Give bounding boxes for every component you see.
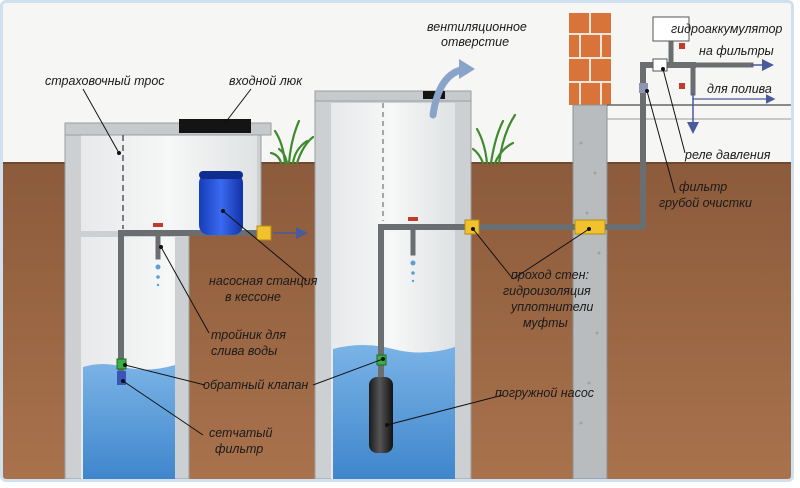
label-pump-station-2: в кессоне (225, 290, 281, 304)
submersible-pump (369, 377, 393, 453)
water-supply-diagram: страховочный трос входной люк вентиляцио… (3, 3, 791, 479)
mesh-filter (117, 371, 126, 385)
label-wall-passage-1: проход стен: (511, 268, 589, 282)
house-wall (569, 13, 791, 479)
label-accumulator: гидроаккумулятор (671, 22, 782, 36)
label-tee-2: слива воды (211, 344, 277, 358)
well-water (83, 364, 175, 479)
label-to-filters: на фильтры (699, 44, 774, 58)
coarse-filter (639, 83, 648, 93)
leader-lines (82, 67, 686, 436)
label-mesh-filter-1: сетчатый (209, 426, 273, 440)
label-tee-1: тройник для (211, 328, 286, 342)
accumulator (652, 16, 690, 42)
check-valve-caisson (116, 358, 127, 370)
label-submersible-pump: погружной насос (495, 386, 595, 400)
vent-hole (423, 91, 445, 99)
label-vent-hole-1: вентиляционное (427, 20, 527, 34)
label-wall-passage-2: гидроизоляция (503, 284, 591, 298)
label-coarse-filter-1: фильтр (679, 180, 727, 194)
label-mesh-filter-2: фильтр (215, 442, 263, 456)
label-pump-station-1: насосная станция (209, 274, 318, 288)
borehole-water (333, 345, 455, 479)
valves (153, 43, 685, 227)
label-for-watering: для полива (707, 82, 772, 96)
label-check-valve: обратный клапан (203, 378, 308, 392)
label-safety-rope: страховочный трос (45, 74, 165, 88)
label-entry-hatch: входной люк (229, 74, 303, 88)
label-pressure-relay: реле давления (684, 148, 771, 162)
grass (269, 113, 517, 165)
pump-station (199, 171, 243, 235)
label-coarse-filter-2: грубой очистки (659, 196, 752, 210)
label-vent-hole-2: отверстие (441, 35, 509, 49)
label-wall-passage-3: уплотнители (510, 300, 593, 314)
pressure-relay (652, 58, 668, 72)
label-wall-passage-4: муфты (523, 316, 568, 330)
entry-hatch (179, 119, 251, 133)
drain-drops (155, 260, 416, 287)
